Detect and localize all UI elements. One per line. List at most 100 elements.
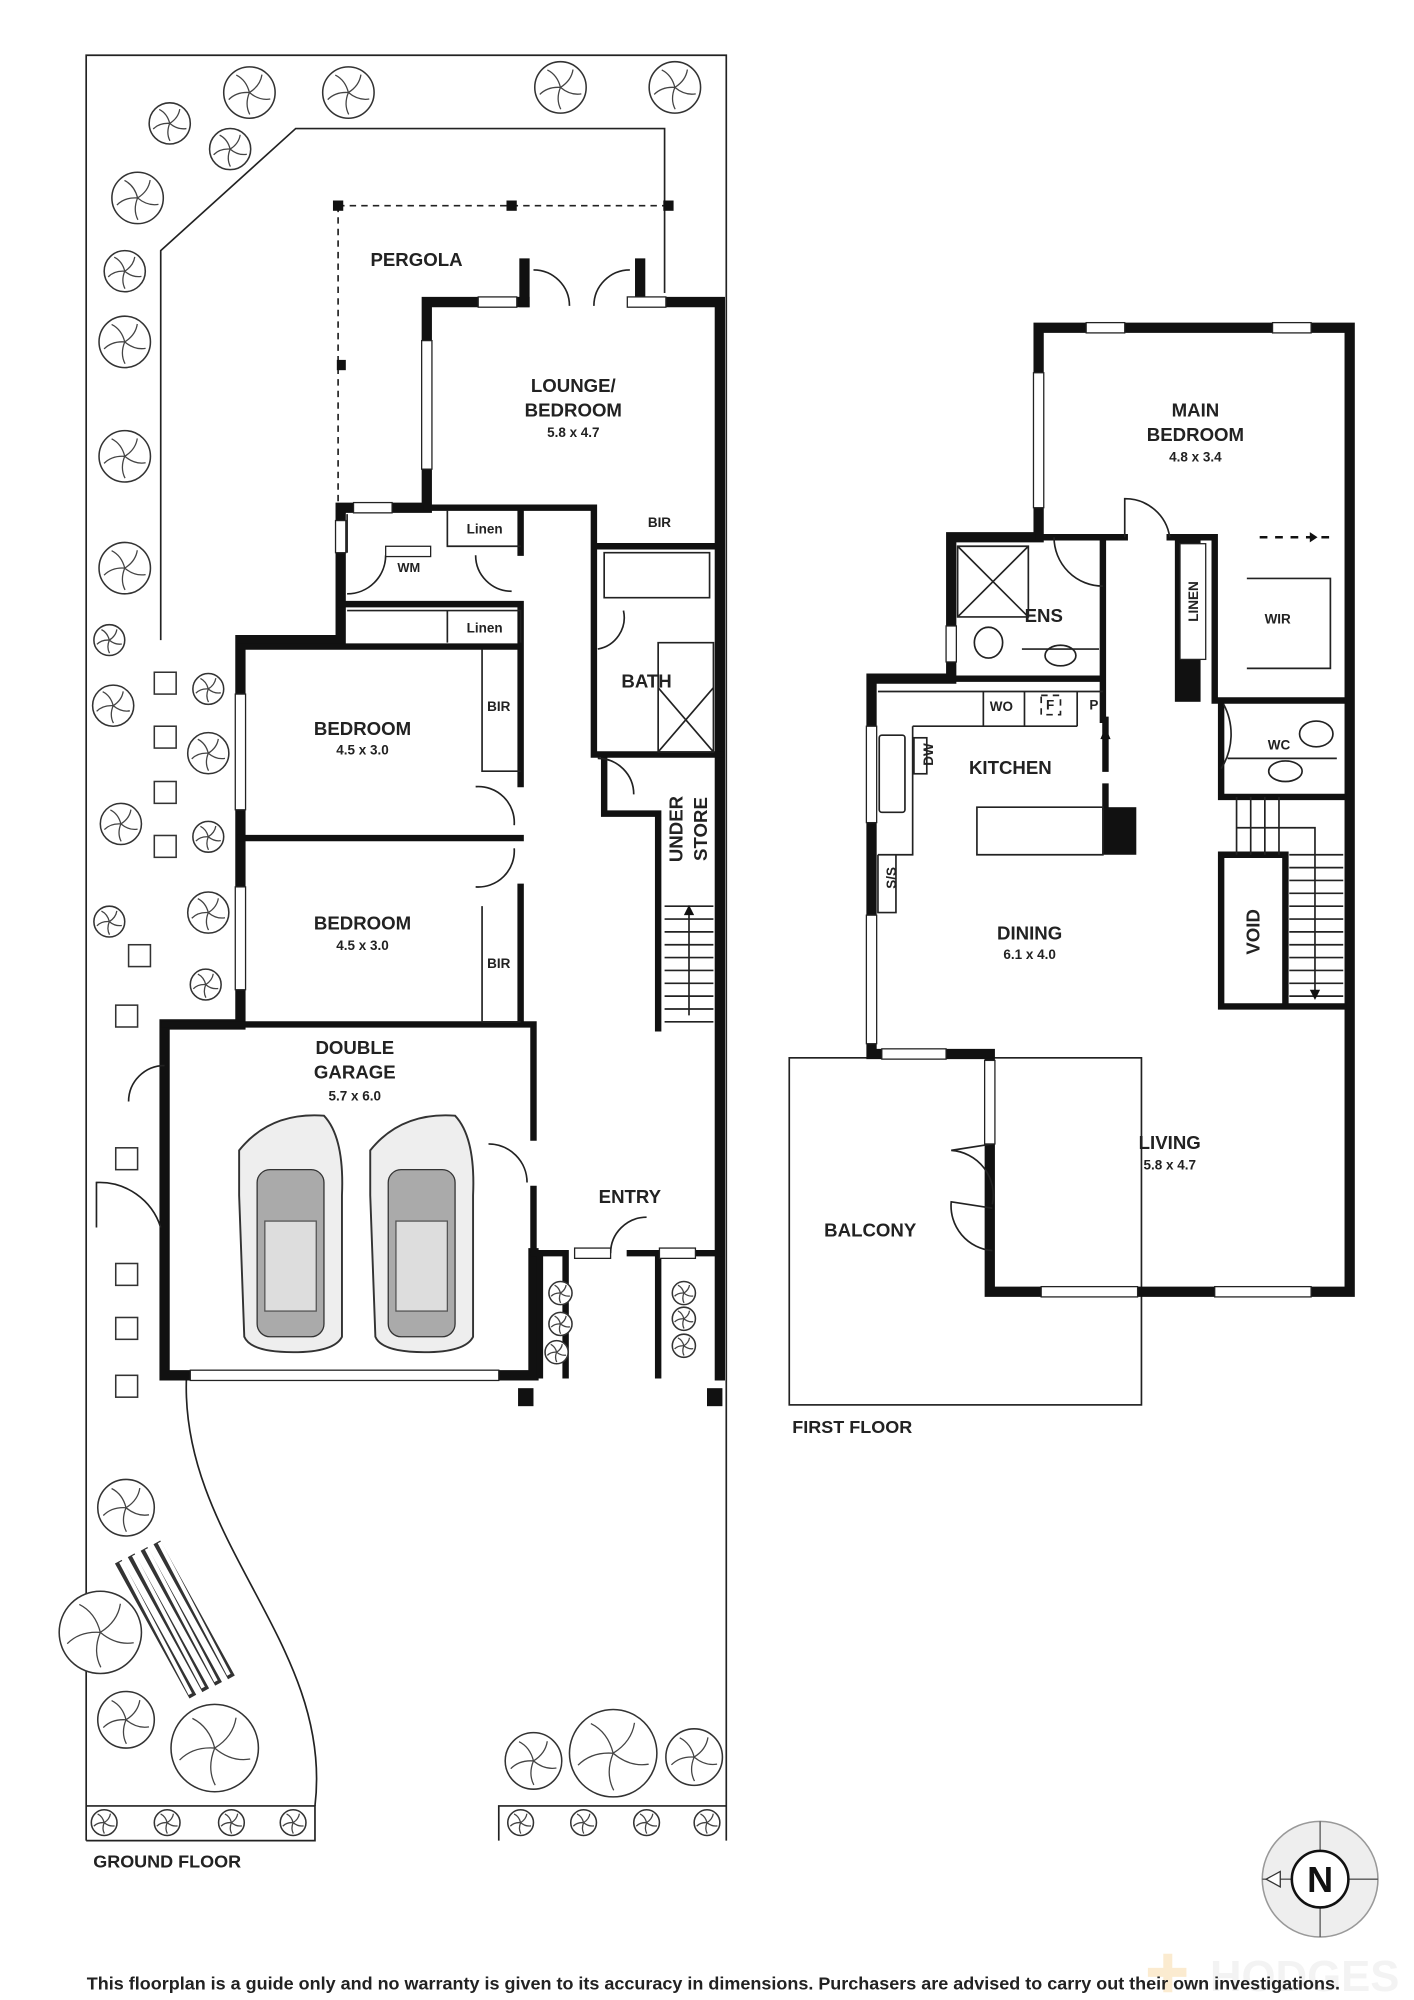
room-label-linen-2: Linen: [467, 620, 503, 635]
room-label-under: UNDER: [666, 795, 687, 862]
ground-windows: [189, 296, 697, 1382]
wc-basin: [1267, 760, 1303, 783]
car-2: [369, 1114, 475, 1354]
ground-interior-walls: [161, 504, 724, 1379]
compass-label: N: [1307, 1859, 1333, 1900]
tree-branches: [179, 1717, 251, 1786]
room-dim-lounge: 5.8 x 4.7: [547, 425, 599, 440]
fridge-space: [1040, 694, 1062, 716]
sink: [878, 734, 906, 814]
room-label-entry: ENTRY: [599, 1186, 662, 1207]
tree-branches: [653, 69, 696, 110]
label-void: VOID: [1243, 909, 1264, 955]
garden-edge: [159, 127, 666, 641]
label-p: P: [1089, 698, 1098, 713]
room-dim-living: 5.8 x 4.7: [1143, 1158, 1195, 1173]
hodges-logo: HODGES: [1147, 1952, 1399, 2000]
tree-branches: [96, 629, 122, 654]
room-dim-bedroom-1: 4.5 x 3.0: [336, 742, 388, 757]
tree-branches: [102, 1487, 150, 1533]
first-stairs: [1235, 796, 1344, 1000]
label-wo: WO: [990, 699, 1013, 714]
arrow-head: [1100, 727, 1111, 740]
property-boundary: [85, 54, 728, 1842]
label-dw: DW: [921, 743, 936, 766]
tree-branches: [103, 438, 146, 479]
room-label-main: MAIN: [1172, 399, 1220, 420]
ens-basin: [1044, 644, 1077, 667]
label-bir-2: BIR: [487, 699, 510, 714]
room-dim-bedroom-2: 4.5 x 3.0: [336, 938, 388, 953]
tree-branches: [327, 74, 370, 115]
tree-branches: [674, 1310, 694, 1329]
kitchen-fixtures: [877, 545, 1337, 914]
ground-floor-plan: PERGOLA LOUNGE/ BEDROOM 5.8 x 4.7 Linen …: [58, 54, 728, 1872]
tree-branches: [670, 1737, 718, 1782]
room-label-garage-2: GARAGE: [314, 1061, 396, 1082]
room-label-living: LIVING: [1139, 1132, 1201, 1153]
label-wm: WM: [397, 560, 420, 575]
disclaimer-text: This floorplan is a guide only and no wa…: [87, 1974, 1340, 1994]
tree-branches: [103, 550, 146, 591]
first-doors: [950, 497, 1232, 1252]
tree-branches: [509, 1813, 532, 1834]
tree-branches: [282, 1813, 304, 1834]
label-f: F: [1046, 698, 1054, 713]
label-bir-3: BIR: [487, 956, 510, 971]
room-dim-main: 4.8 x 3.4: [1169, 449, 1222, 464]
room-label-wc: WC: [1268, 737, 1291, 752]
tree-branches: [156, 1813, 178, 1834]
tree-branches: [550, 1284, 570, 1304]
label-bir-1: BIR: [648, 515, 671, 530]
tree-branches: [228, 74, 271, 115]
room-label-linen-1: Linen: [467, 521, 503, 536]
room-label-kitchen: KITCHEN: [969, 757, 1052, 778]
label-ss: S/S: [884, 867, 899, 889]
tree-branches: [103, 323, 146, 365]
car-1: [238, 1114, 344, 1354]
tree-branches: [674, 1284, 694, 1304]
tree-branches: [674, 1337, 694, 1356]
tree-branches: [152, 108, 187, 142]
lounge-door-wall: [519, 258, 646, 308]
first-floor-title: FIRST FLOOR: [792, 1417, 912, 1437]
linen-cupboard: [1179, 543, 1207, 661]
tree-branches: [66, 1603, 134, 1668]
tree-branches: [577, 1722, 649, 1791]
tree-branches: [191, 898, 226, 931]
tree-branches: [195, 677, 221, 703]
ens-toilet: [973, 626, 1004, 659]
room-label-main-2: BEDROOM: [1147, 424, 1244, 445]
room-label-dining: DINING: [997, 923, 1062, 944]
tree-branches: [96, 691, 130, 724]
tree-branches: [107, 256, 142, 289]
tree-branches: [103, 809, 138, 842]
tree-branches: [539, 69, 582, 110]
trees: [58, 60, 724, 1837]
room-label-bedroom-2: BEDROOM: [314, 912, 411, 933]
room-label-pergola: PERGOLA: [370, 249, 462, 270]
room-dim-garage: 5.7 x 6.0: [329, 1088, 381, 1103]
ground-doors: [95, 269, 647, 1254]
first-windows: [865, 321, 1312, 1298]
ground-stairs: [664, 904, 714, 1023]
wir-opening: [1233, 543, 1260, 596]
room-label-ens: ENS: [1025, 605, 1063, 626]
room-label-wir: WIR: [1265, 611, 1291, 626]
tree-branches: [192, 973, 219, 998]
first-floor-plan: MAIN BEDROOM 4.8 x 3.4 ENS LINEN WIR WO …: [788, 321, 1355, 1437]
tree-branches: [93, 1813, 115, 1834]
cupboards: [346, 510, 715, 1023]
gate-posts: [518, 1388, 723, 1407]
tree-branches: [550, 1315, 570, 1335]
ground-floor-title: GROUND FLOOR: [93, 1852, 241, 1872]
tree-branches: [546, 1343, 567, 1363]
driveway-curve: [185, 1377, 318, 1807]
pergola-outline: [337, 204, 669, 502]
room-label-bedroom-1: BEDROOM: [314, 718, 411, 739]
pergola-posts: [332, 200, 674, 371]
label-linen: LINEN: [1186, 581, 1201, 621]
svg-text:HODGES: HODGES: [1210, 1952, 1399, 2000]
tree-branches: [96, 910, 122, 935]
